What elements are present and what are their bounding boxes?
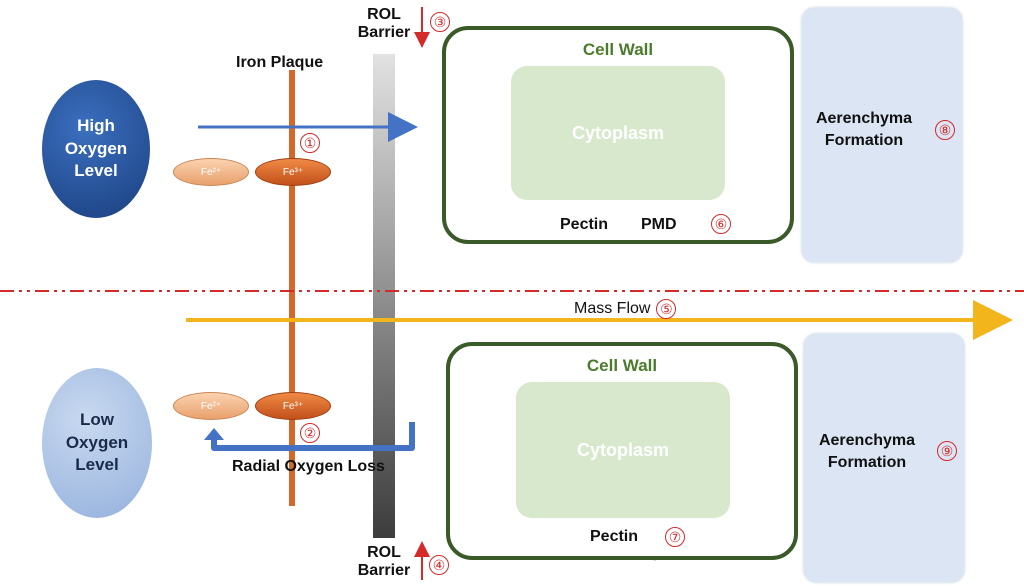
pectin-top-label: Pectin [560,216,609,233]
fe3-ion-bottom: Fe³⁺ [255,392,331,420]
fe3-ion-top: Fe³⁺ [255,158,331,186]
cytoplasm-bottom: Cytoplasm [516,382,730,518]
high-oxygen-label: High Oxygen Level [64,115,128,181]
fe2-ion-top: Fe²⁺ [173,158,249,186]
radial-oxygen-loss-label: Radial Oxygen Loss [232,458,385,475]
low-oxygen-label: Low Oxygen Level [65,409,129,475]
num-5: ⑤ [656,299,677,319]
low-oxygen-ellipse: Low Oxygen Level [42,368,152,518]
rol-barrier-bar [373,54,395,538]
aerenchyma-bottom-label: Aerenchyma Formation [818,432,916,471]
pectin-bottom-label: Pectin [590,528,639,545]
num-6: ⑥ [711,214,731,234]
fe2-ion-bottom: Fe²⁺ [173,392,249,420]
num-9: ⑨ [937,441,957,461]
num-3: ③ [430,12,450,32]
cell-wall-bottom-title: Cell Wall [586,356,658,375]
num-1: ① [300,133,320,153]
radial-oxygen-loss-arrow [211,422,415,451]
num-2: ② [300,423,320,443]
radial-oxygen-loss-arrowhead [204,428,224,440]
high-oxygen-ellipse: High Oxygen Level [42,80,150,218]
num-4: ④ [429,555,449,575]
cytoplasm-top-label: Cytoplasm [571,122,665,143]
num-8: ⑧ [935,120,955,140]
rol-barrier-bottom-label: ROL Barrier [357,544,411,579]
rol-barrier-top-label: ROL Barrier [357,6,411,41]
mass-flow-label: Mass Flow [574,300,651,317]
pmd-label: PMD [641,216,677,233]
cell-wall-top-title: Cell Wall [582,40,654,59]
num-7: ⑦ [665,527,685,547]
aerenchyma-panel-bottom [804,334,964,582]
iron-plaque-label: Iron Plaque [236,54,324,71]
mass-flow-label-group: Mass Flow ⑤ [574,298,677,320]
cytoplasm-top: Cytoplasm [511,66,725,200]
aerenchyma-top-label: Aerenchyma Formation [815,110,913,149]
cytoplasm-bottom-label: Cytoplasm [576,439,670,460]
aerenchyma-panel-top [802,8,962,262]
